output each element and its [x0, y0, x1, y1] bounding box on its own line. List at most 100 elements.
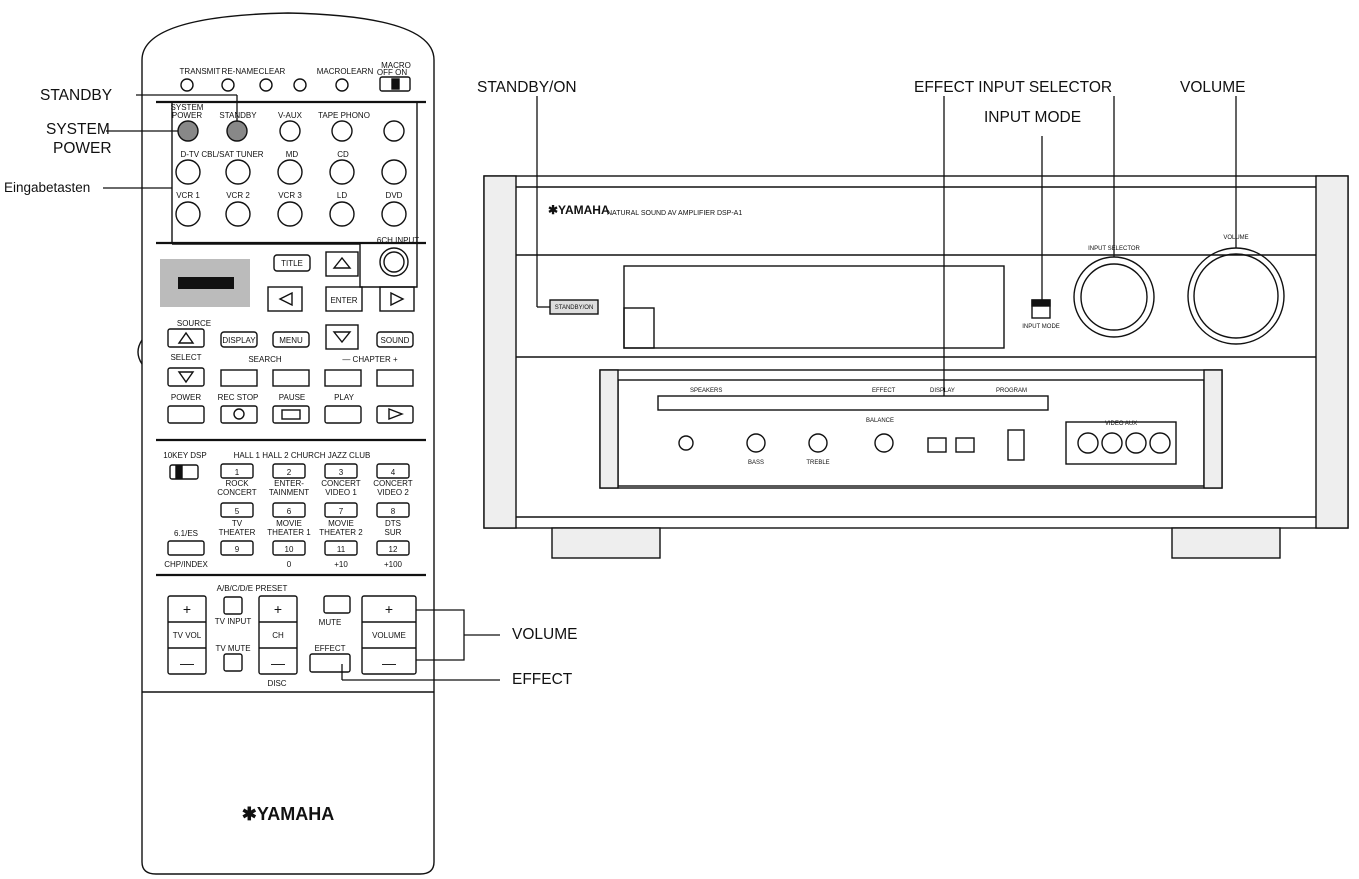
callout-effect-input-selector: EFFECT INPUT SELECTOR	[914, 79, 1113, 96]
svg-text:5: 5	[235, 507, 240, 516]
svg-text:CONCERT: CONCERT	[321, 479, 361, 488]
svg-text:VOLUME: VOLUME	[372, 631, 406, 640]
svg-text:+: +	[385, 601, 393, 617]
svg-text:DISPLAY: DISPLAY	[930, 388, 955, 394]
svg-text:— CHAPTER +: — CHAPTER +	[342, 355, 398, 364]
svg-text:SEARCH: SEARCH	[248, 355, 282, 364]
svg-text:SYSTEM: SYSTEM	[171, 103, 204, 112]
svg-text:REC STOP: REC STOP	[218, 393, 259, 402]
svg-text:4: 4	[391, 468, 396, 477]
svg-text:HALL 1 HALL 2 CHURCH JAZZ C: HALL 1 HALL 2 CHURCH JAZZ CLUB	[234, 451, 371, 460]
svg-text:BALANCE: BALANCE	[866, 418, 894, 424]
svg-text:ROCK: ROCK	[225, 479, 249, 488]
svg-text:CONCERT: CONCERT	[373, 479, 413, 488]
svg-text:CH: CH	[272, 631, 284, 640]
svg-text:TRANSMIT: TRANSMIT	[180, 67, 221, 76]
svg-text:THEATER 1: THEATER 1	[267, 528, 311, 537]
svg-text:SPEAKERS: SPEAKERS	[690, 388, 722, 394]
svg-text:MENU: MENU	[279, 336, 303, 345]
svg-text:CD: CD	[337, 150, 349, 159]
svg-text:MOVIE: MOVIE	[276, 519, 302, 528]
callout-standby: STANDBY	[40, 87, 113, 104]
svg-text:PLAY: PLAY	[334, 393, 355, 402]
svg-text:SUR: SUR	[385, 528, 402, 537]
svg-text:10KEY DSP: 10KEY DSP	[163, 451, 206, 460]
svg-text:VIDEO 1: VIDEO 1	[325, 488, 357, 497]
svg-text:11: 11	[337, 545, 346, 554]
svg-text:STANDBY: STANDBY	[219, 111, 257, 120]
callout-system-power-line2: POWER	[53, 140, 112, 157]
svg-text:—: —	[180, 655, 194, 671]
svg-text:8: 8	[391, 507, 396, 516]
svg-text:12: 12	[389, 545, 398, 554]
callout-effect-remote: EFFECT	[512, 671, 573, 688]
svg-text:6CH INPUT: 6CH INPUT	[377, 236, 419, 245]
svg-text:SOUND: SOUND	[381, 336, 410, 345]
svg-text:EFFECT: EFFECT	[314, 644, 345, 653]
leader-lines	[103, 94, 1237, 681]
av-amplifier	[483, 175, 1349, 559]
svg-text:DISPLAY: DISPLAY	[222, 336, 256, 345]
svg-text:SOURCE: SOURCE	[177, 319, 211, 328]
svg-text:INPUT MODE: INPUT MODE	[1022, 324, 1060, 330]
svg-text:0: 0	[287, 560, 292, 569]
svg-text:9: 9	[235, 545, 240, 554]
svg-text:1: 1	[235, 468, 240, 477]
svg-text:TAPE PHONO: TAPE PHONO	[318, 111, 370, 120]
svg-text:STANDBY/ON: STANDBY/ON	[555, 305, 594, 311]
svg-text:—: —	[271, 655, 285, 671]
svg-text:MACROLEARN: MACROLEARN	[317, 67, 374, 76]
remote-control	[137, 12, 435, 875]
svg-text:VIDEO AUX: VIDEO AUX	[1105, 421, 1137, 427]
svg-text:TITLE: TITLE	[281, 259, 303, 268]
svg-text:D-TV CBL/SAT TUNER: D-TV CBL/SAT TUNER	[180, 150, 263, 159]
svg-text:DTS: DTS	[385, 519, 401, 528]
svg-text:✱YAMAHA: ✱YAMAHA	[548, 203, 610, 217]
svg-text:ENTER-: ENTER-	[274, 479, 304, 488]
svg-text:CLEAR: CLEAR	[259, 67, 286, 76]
svg-text:VCR 2: VCR 2	[226, 191, 250, 200]
callout-system-power-line1: SYSTEM	[46, 121, 110, 138]
svg-text:TREBLE: TREBLE	[806, 460, 829, 466]
svg-text:MUTE: MUTE	[319, 618, 342, 627]
svg-text:MACRO: MACRO	[381, 61, 411, 70]
svg-text:VCR 3: VCR 3	[278, 191, 302, 200]
svg-text:DVD: DVD	[386, 191, 403, 200]
svg-text:+10: +10	[334, 560, 348, 569]
svg-text:THEATER: THEATER	[219, 528, 256, 537]
svg-text:MD: MD	[286, 150, 299, 159]
svg-text:TAINMENT: TAINMENT	[269, 488, 309, 497]
svg-text:TV VOL: TV VOL	[173, 631, 202, 640]
svg-text:RE-NAME: RE-NAME	[222, 67, 259, 76]
svg-text:A/B/C/D/E PRESET: A/B/C/D/E PRESET	[217, 584, 288, 593]
svg-text:THEATER 2: THEATER 2	[319, 528, 363, 537]
svg-text:ENTER: ENTER	[330, 296, 357, 305]
callout-volume-unit: VOLUME	[1180, 79, 1246, 96]
svg-text:POWER: POWER	[171, 393, 201, 402]
svg-text:VIDEO 2: VIDEO 2	[377, 488, 409, 497]
svg-text:PROGRAM: PROGRAM	[996, 388, 1027, 394]
remote-labels: TRANSMIT RE-NAME CLEAR MACROLEARN MACRO …	[163, 61, 419, 824]
svg-text:6.1/ES: 6.1/ES	[174, 529, 198, 538]
svg-text:+: +	[183, 601, 191, 617]
svg-text:TV INPUT: TV INPUT	[215, 617, 252, 626]
callout-input-keys: Eingabetasten	[4, 180, 91, 195]
svg-text:SELECT: SELECT	[170, 353, 201, 362]
svg-text:DISC: DISC	[267, 679, 286, 688]
svg-text:PAUSE: PAUSE	[279, 393, 306, 402]
svg-text:2: 2	[287, 468, 292, 477]
svg-text:10: 10	[285, 545, 294, 554]
svg-text:6: 6	[287, 507, 292, 516]
svg-text:VCR 1: VCR 1	[176, 191, 200, 200]
callout-standby-on: STANDBY/ON	[477, 79, 577, 96]
svg-text:TV MUTE: TV MUTE	[215, 644, 250, 653]
svg-text:7: 7	[339, 507, 344, 516]
svg-text:BASS: BASS	[748, 460, 764, 466]
svg-text:✱YAMAHA: ✱YAMAHA	[242, 804, 334, 824]
svg-text:CONCERT: CONCERT	[217, 488, 257, 497]
svg-text:3: 3	[339, 468, 344, 477]
svg-text:+100: +100	[384, 560, 403, 569]
svg-text:V-AUX: V-AUX	[278, 111, 303, 120]
svg-text:EFFECT: EFFECT	[872, 388, 896, 394]
